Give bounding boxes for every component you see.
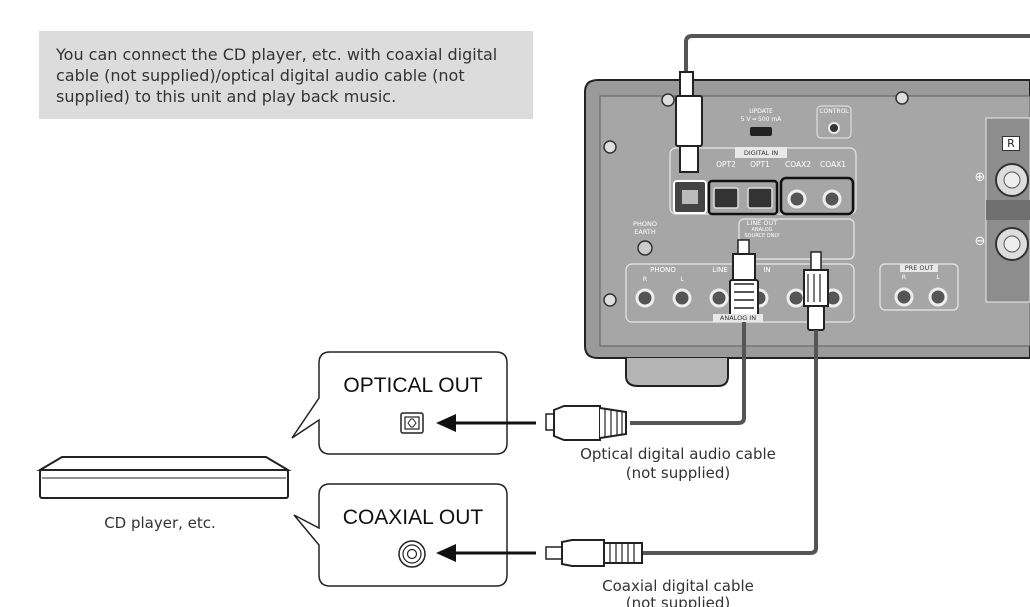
- opt1-label: OPT1: [750, 160, 770, 169]
- line-label: LINE: [712, 266, 728, 274]
- pre-out-label: PRE OUT: [900, 264, 938, 272]
- speaker-plus-icon: ⊕: [974, 170, 986, 185]
- phono-l-label: L: [680, 276, 684, 283]
- optical-out-callout: [291, 351, 508, 455]
- usb-plug: [675, 71, 703, 173]
- line-out-label: LINE OUT: [746, 219, 778, 227]
- coaxial-plug: [803, 251, 829, 331]
- optical-cable-label-line2: (not supplied): [625, 464, 731, 482]
- optical-cable-label-line1: Optical digital audio cable: [580, 445, 776, 463]
- coax2-label: COAX2: [784, 160, 812, 169]
- phono-r-label: R: [642, 276, 648, 283]
- digital-in-label: DIGITAL IN: [743, 149, 779, 157]
- usb-cable: [684, 34, 1030, 72]
- in-label: IN: [763, 266, 771, 274]
- optical-out-label: OPTICAL OUT: [343, 374, 483, 397]
- optical-far-plug: [545, 405, 627, 441]
- arrow-left-icon: [436, 414, 536, 432]
- instruction-note: You can connect the CD player, etc. with…: [39, 31, 533, 119]
- coaxial-cable-label-line2: (not supplied): [625, 594, 731, 607]
- coaxial-out-socket-icon: [398, 540, 426, 568]
- optical-plug: [729, 239, 759, 321]
- optical-cable: [630, 320, 746, 425]
- coaxial-out-label: COAXIAL OUT: [342, 506, 484, 529]
- coaxial-cable: [640, 330, 818, 555]
- coaxial-cable-label-line1: Coaxial digital cable: [602, 577, 754, 595]
- line-out-sub: ANALOG SOURCE ONLY: [744, 227, 780, 239]
- coax1-label: COAX1: [819, 160, 847, 169]
- cd-player-label: CD player, etc.: [104, 514, 216, 532]
- coaxial-far-plug: [545, 539, 643, 567]
- opt2-label: OPT2: [716, 160, 736, 169]
- pre-out-l-label: L: [936, 274, 940, 281]
- update-label: UPDATE: [749, 108, 773, 115]
- phono-earth-label: PHONO EARTH: [633, 220, 657, 236]
- pre-out-r-label: R: [901, 274, 907, 281]
- coaxial-out-callout: [293, 483, 508, 587]
- control-label: CONTROL: [819, 108, 849, 115]
- arrow-left-icon: [436, 544, 536, 562]
- cd-player-icon: [36, 456, 292, 499]
- speaker-minus-icon: ⊖: [974, 234, 986, 249]
- speaker-channel-label: R: [1002, 136, 1020, 151]
- update-spec: 5 V ═ 500 mA: [740, 116, 782, 123]
- phono-label: PHONO: [650, 266, 676, 274]
- analog-in-label: ANALOG IN: [713, 314, 763, 322]
